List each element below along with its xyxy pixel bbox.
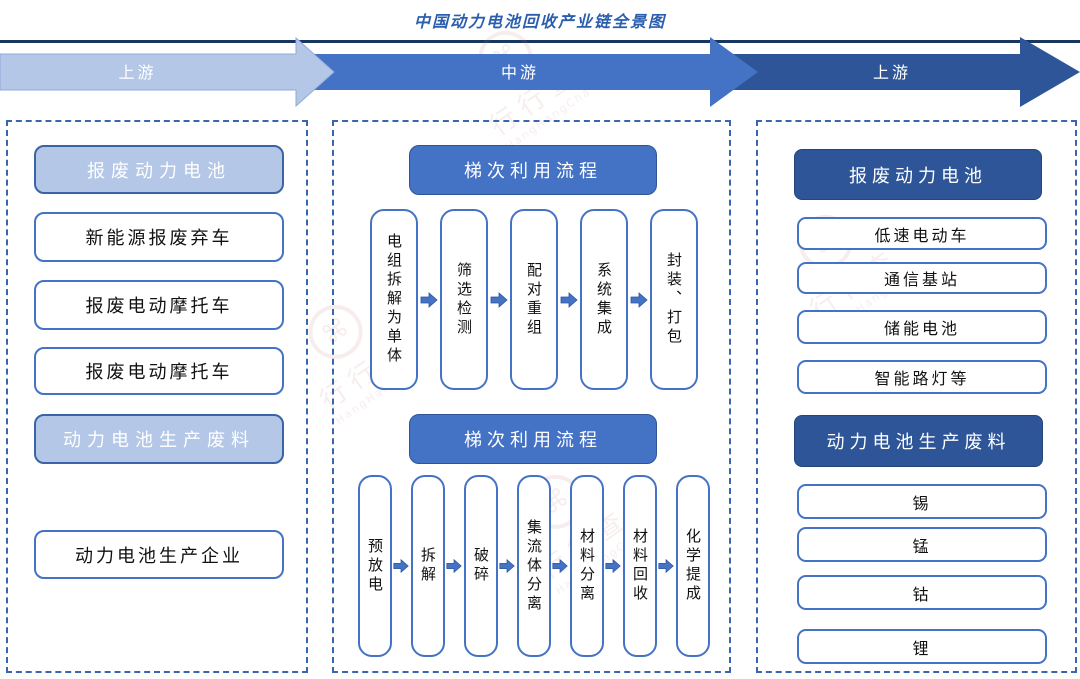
right-arrow-icon bbox=[418, 290, 440, 310]
source-box-nev-scrap-cars: 新能源报废弃车 bbox=[34, 212, 284, 262]
page-title: 中国动力电池回收产业链全景图 bbox=[413, 12, 666, 31]
category-box-production-waste-down: 动力电池生产废料 bbox=[794, 415, 1043, 467]
flow-step: 破碎 bbox=[463, 475, 498, 657]
flow-step: 集流体分离 bbox=[516, 475, 551, 657]
source-box-battery-manufacturers: 动力电池生产企业 bbox=[34, 530, 284, 579]
top-rule bbox=[0, 40, 1080, 43]
category-box-production-waste: 动力电池生产废料 bbox=[34, 414, 284, 464]
right-arrow-icon bbox=[558, 290, 580, 310]
material-box-tin: 锡 bbox=[797, 484, 1047, 519]
right-arrow-icon bbox=[488, 290, 510, 310]
flow-step: 系统集成 bbox=[579, 209, 628, 390]
band-label-upstream: 上游 bbox=[118, 63, 157, 82]
source-box-scrap-e-motorcycle-1: 报废电动摩托车 bbox=[34, 280, 284, 330]
use-box-smart-streetlight: 智能路灯等 bbox=[797, 360, 1047, 394]
band-label-midstream: 中游 bbox=[500, 63, 539, 82]
material-box-manganese: 锰 bbox=[797, 527, 1047, 562]
flow-step: 筛选检测 bbox=[439, 209, 488, 390]
process-header-recycling: 梯次利用流程 bbox=[409, 414, 657, 464]
material-box-cobalt: 钴 bbox=[797, 575, 1047, 610]
band-label-downstream: 上游 bbox=[872, 63, 911, 82]
flow-step: 化学提成 bbox=[675, 475, 710, 657]
flow-step: 预放电 bbox=[357, 475, 392, 657]
right-arrow-icon bbox=[604, 557, 623, 575]
right-arrow-icon bbox=[551, 557, 570, 575]
flow-step: 材料分离 bbox=[569, 475, 604, 657]
process-header-cascade-utilization: 梯次利用流程 bbox=[409, 145, 657, 195]
use-box-telecom-base-station: 通信基站 bbox=[797, 262, 1047, 294]
flow-step: 材料回收 bbox=[622, 475, 657, 657]
cascade-flow-row: 电组拆解为单体 筛选检测 配对重组 系统集成 封装、打包 bbox=[334, 209, 733, 390]
flow-step: 封装、打包 bbox=[649, 209, 698, 390]
material-box-lithium: 锂 bbox=[797, 629, 1047, 664]
right-arrow-icon bbox=[498, 557, 517, 575]
midstream-panel: 梯次利用流程 电组拆解为单体 筛选检测 配对重组 系统集成 封装、打包 梯次利用… bbox=[332, 120, 731, 673]
right-arrow-icon bbox=[628, 290, 650, 310]
category-box-scrap-batteries: 报废动力电池 bbox=[34, 145, 284, 194]
use-box-low-speed-ev: 低速电动车 bbox=[797, 217, 1047, 250]
flow-step: 电组拆解为单体 bbox=[369, 209, 418, 390]
recycling-flow-row: 预放电 拆解 破碎 集流体分离 材料分离 材料回收 化学提成 bbox=[334, 475, 733, 657]
flow-step: 配对重组 bbox=[509, 209, 558, 390]
source-box-scrap-e-motorcycle-2: 报废电动摩托车 bbox=[34, 347, 284, 395]
downstream-panel: 报废动力电池 低速电动车 通信基站 储能电池 智能路灯等 动力电池生产废料 锡 … bbox=[756, 120, 1077, 673]
right-arrow-icon bbox=[392, 557, 411, 575]
right-arrow-icon bbox=[657, 557, 676, 575]
category-box-scrap-batteries-down: 报废动力电池 bbox=[794, 149, 1042, 200]
use-box-energy-storage: 储能电池 bbox=[797, 310, 1047, 344]
flow-band bbox=[0, 36, 1080, 108]
right-arrow-icon bbox=[445, 557, 464, 575]
flow-step: 拆解 bbox=[410, 475, 445, 657]
upstream-panel: 报废动力电池 新能源报废弃车 报废电动摩托车 报废电动摩托车 动力电池生产废料 … bbox=[6, 120, 308, 673]
